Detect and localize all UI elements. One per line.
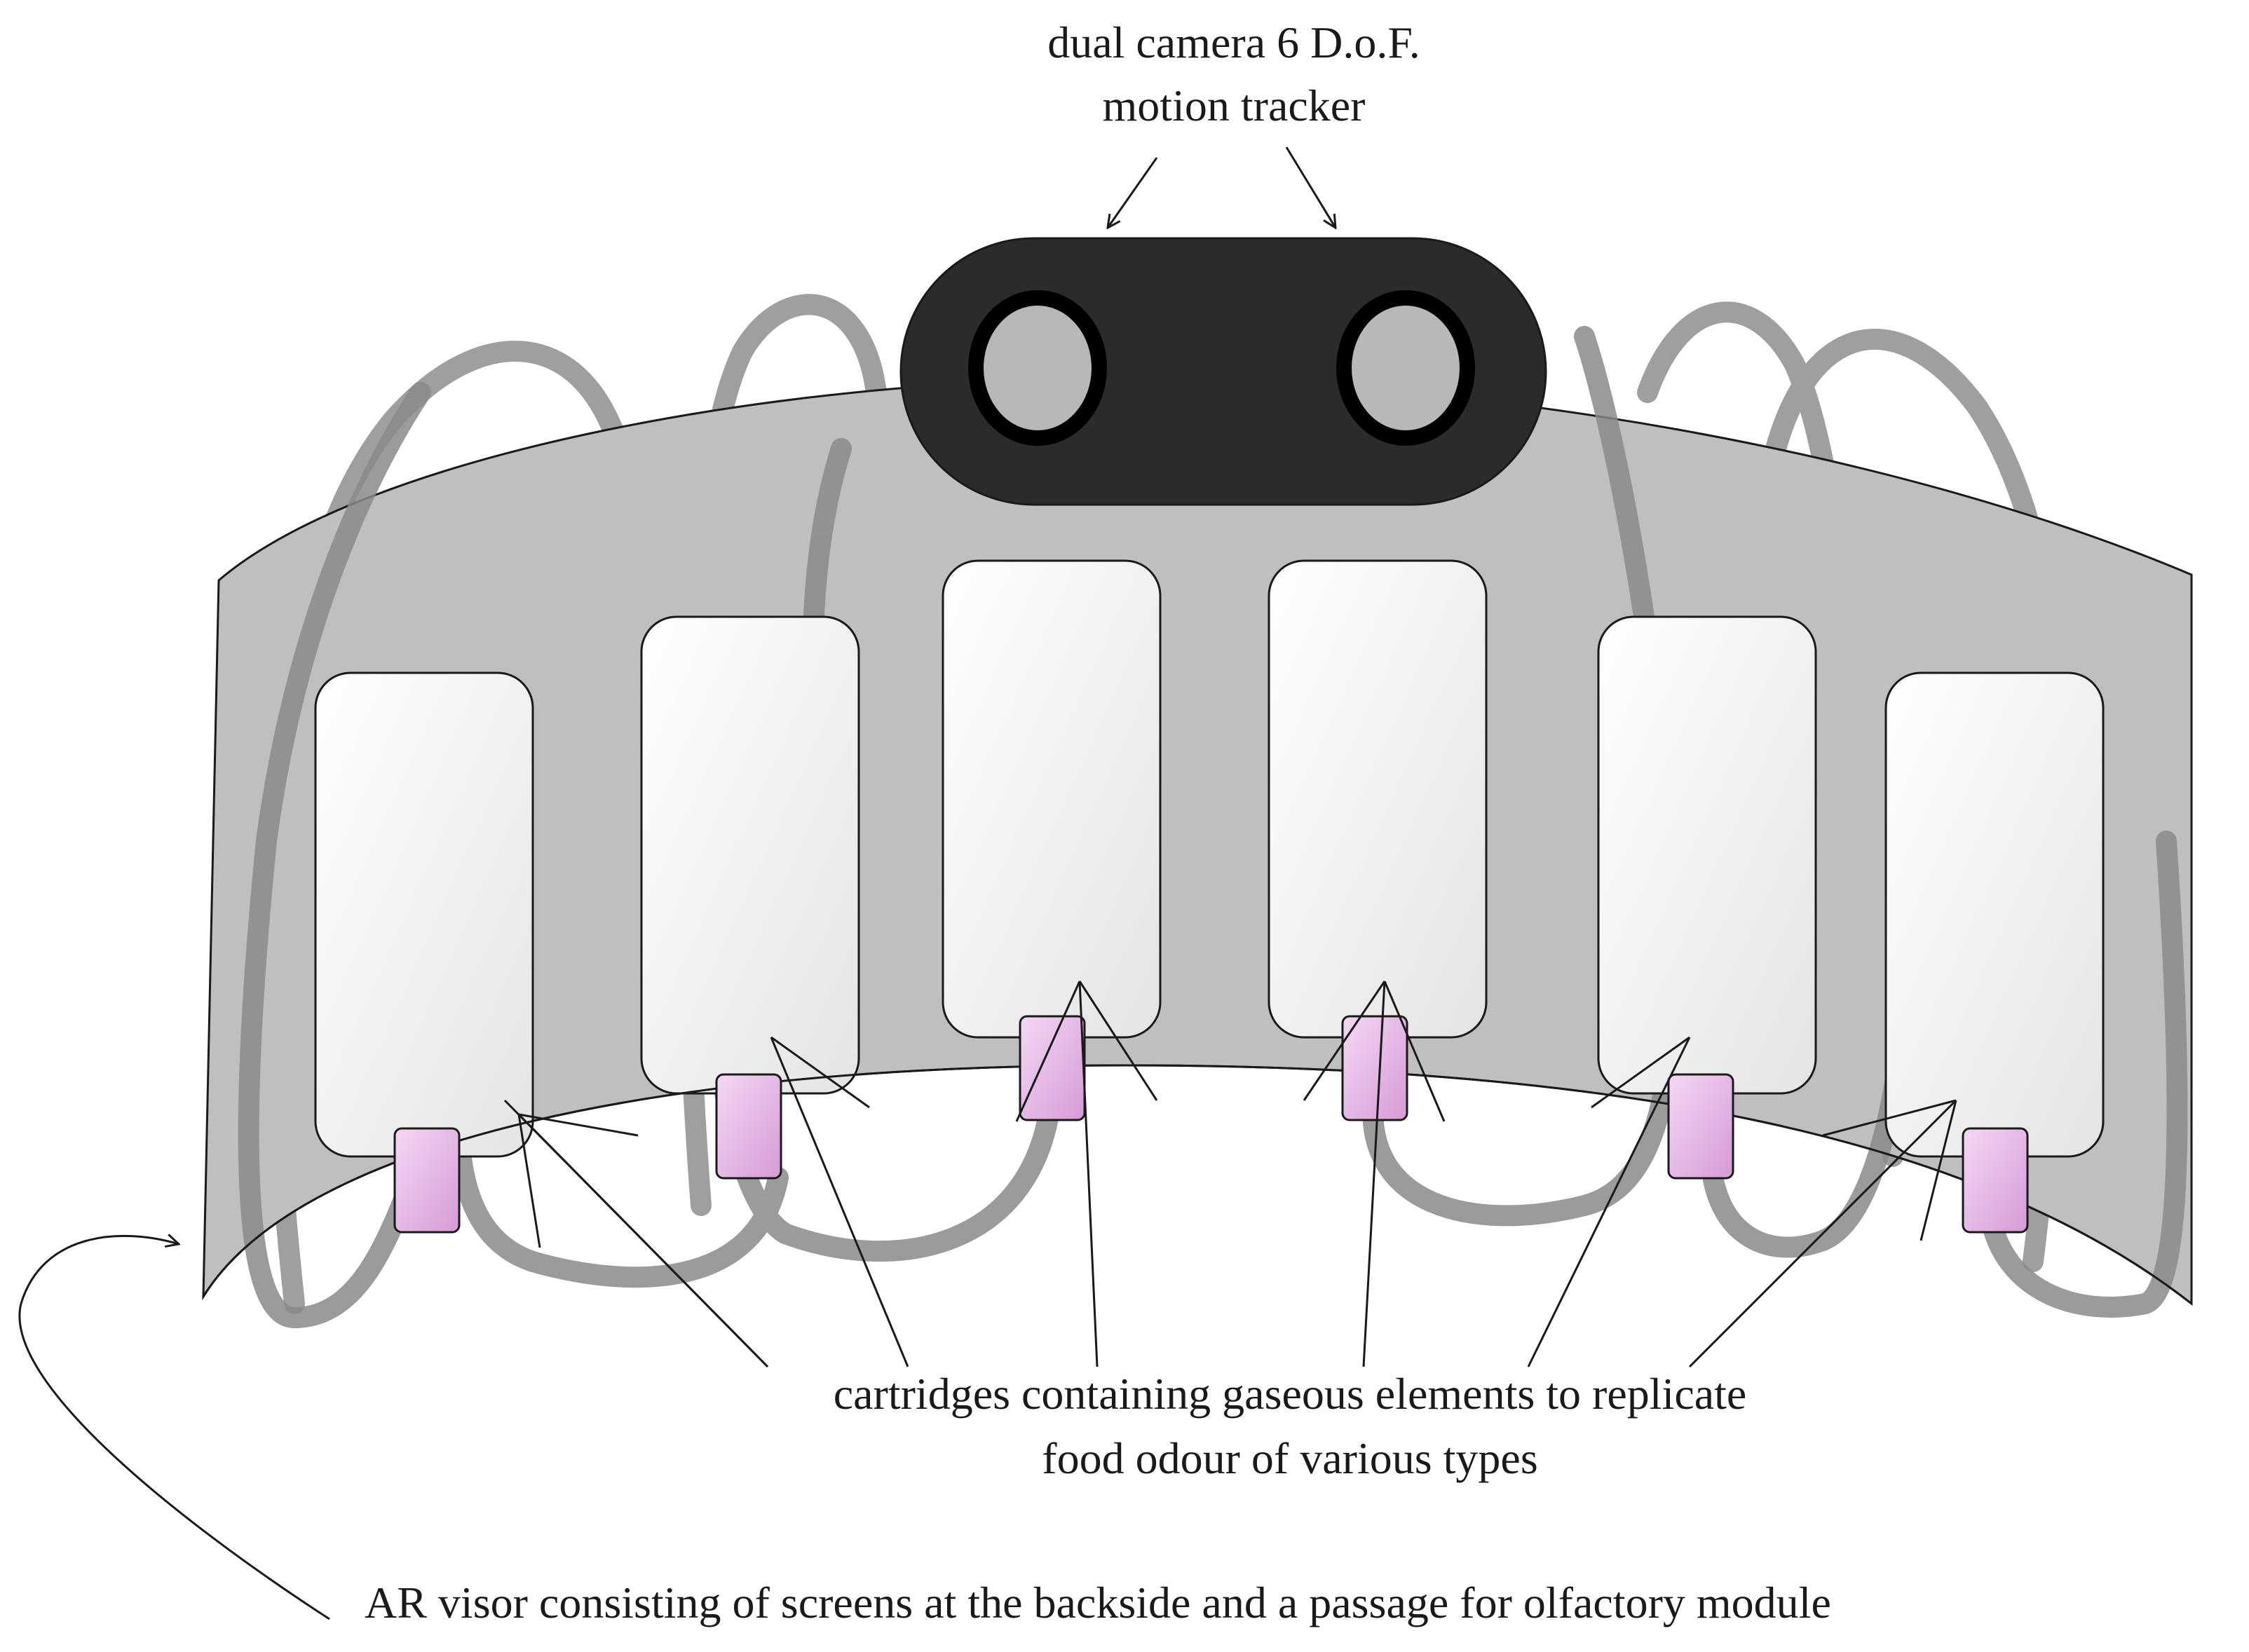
camera-lens-left: [968, 290, 1107, 446]
cartridges: [393, 1015, 2029, 1234]
tracker-arrow-left: [1108, 157, 1158, 228]
cartridge-4: [1341, 1015, 1408, 1121]
tracker-label-line2: motion tracker: [1103, 81, 1366, 130]
tracker-label-line1: dual camera 6 D.o.F.: [1047, 18, 1420, 67]
tracker-arrow-right: [1285, 146, 1336, 228]
cartridges-label-line2: food odour of various types: [1042, 1433, 1537, 1483]
camera-lens-right: [1336, 290, 1475, 446]
visor-bottom-edge: [202, 1064, 2192, 1305]
screen-5: [1597, 615, 1817, 1095]
visor-label: AR visor consisting of screens at the ba…: [365, 1578, 1831, 1627]
cartridge-leader-lines: [503, 981, 1957, 1368]
cartridge-6: [1962, 1127, 2029, 1234]
screen-4: [1268, 559, 1488, 1039]
motion-tracker: [899, 237, 1547, 506]
screen-3: [942, 559, 1162, 1039]
screen-2: [640, 615, 860, 1095]
visor-arrow: [18, 1236, 330, 1620]
cartridge-2: [715, 1073, 782, 1180]
cartridge-5: [1667, 1073, 1734, 1180]
cartridge-1: [393, 1127, 461, 1234]
screen-6: [1884, 671, 2105, 1158]
cartridge-3: [1019, 1015, 1086, 1121]
screen-1: [314, 671, 534, 1158]
cartridges-label-line1: cartridges containing gaseous elements t…: [834, 1369, 1747, 1419]
tracker-arrows: [1108, 146, 1336, 228]
screens: [314, 559, 2105, 1158]
